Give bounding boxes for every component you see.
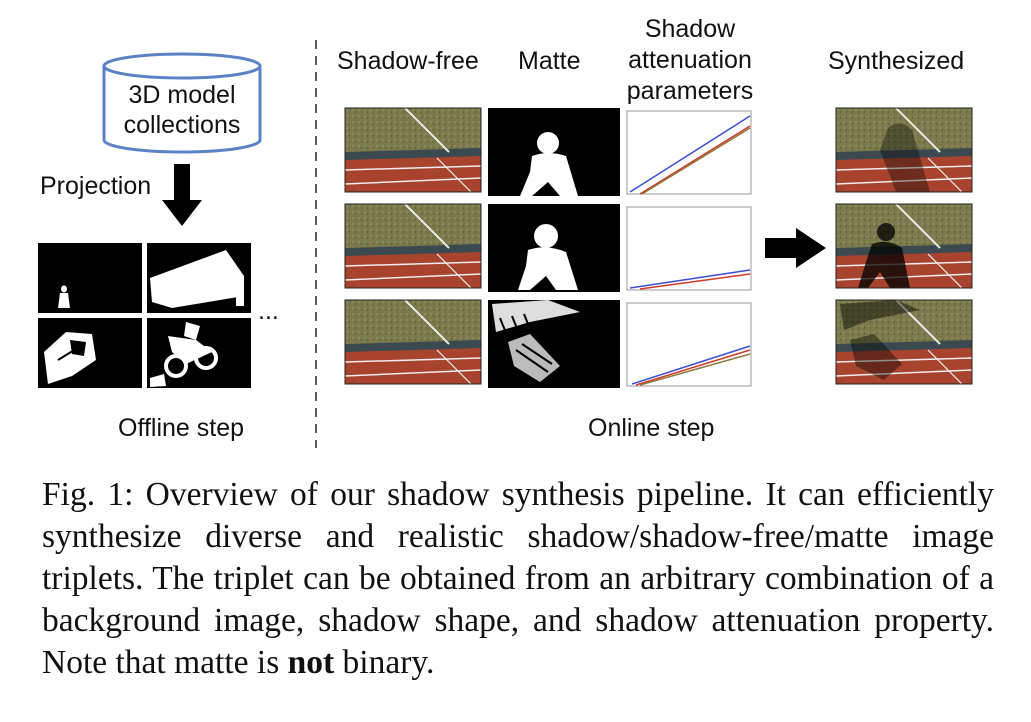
database-label-line2: collections — [123, 111, 241, 139]
attenuation-plot-2 — [626, 206, 752, 291]
caption-text: Fig. 1: Overview of our shadow synthesis… — [42, 476, 994, 681]
header-attenuation-line2: attenuation — [628, 46, 752, 74]
caption-bold-word: not — [287, 644, 335, 681]
figure-caption: Fig. 1: Overview of our shadow synthesis… — [42, 474, 994, 684]
header-synthesized: Synthesized — [828, 47, 965, 75]
pipeline-figure — [38, 40, 973, 448]
silhouette-person — [38, 243, 142, 313]
database-label: 3D model collections — [104, 80, 260, 140]
shadow-free-column — [344, 107, 482, 385]
matte-image-object-3 — [488, 300, 620, 388]
matte-image-person-1 — [488, 108, 620, 196]
online-step-label: Online step — [588, 414, 715, 442]
synthesized-image-2 — [835, 203, 973, 289]
silhouette-bus — [147, 243, 251, 313]
silhouette-chair — [38, 318, 142, 388]
caption-text-end: binary. — [334, 644, 435, 681]
ellipsis-label: ... — [258, 297, 279, 325]
header-matte: Matte — [518, 47, 581, 75]
synthesized-image-3 — [835, 299, 973, 385]
header-attenuation-line3: parameters — [626, 77, 754, 105]
synthesized-image-1 — [835, 107, 973, 193]
projection-label: Projection — [40, 172, 152, 200]
shadow-free-image-2 — [344, 203, 482, 289]
attenuation-plot-1 — [626, 110, 752, 195]
synthesis-arrow-icon — [765, 228, 826, 268]
matte-image-person-2 — [488, 204, 620, 292]
database-label-line1: 3D model — [128, 81, 236, 109]
attenuation-column — [626, 110, 752, 387]
header-shadow-free: Shadow-free — [337, 47, 479, 75]
database-icon — [102, 52, 262, 154]
shadow-free-image-3 — [344, 299, 482, 385]
header-attenuation-line1: Shadow — [644, 15, 736, 43]
silhouette-motorbike — [147, 318, 251, 388]
shadow-free-image-1 — [344, 107, 482, 193]
projected-silhouettes — [38, 243, 251, 388]
offline-step-label: Offline step — [118, 414, 245, 442]
attenuation-plot-3 — [626, 302, 752, 387]
projection-arrow-icon — [162, 164, 202, 226]
header-attenuation: Shadow attenuation parameters — [610, 14, 770, 107]
synthesized-column — [835, 107, 973, 385]
matte-column — [488, 108, 620, 388]
